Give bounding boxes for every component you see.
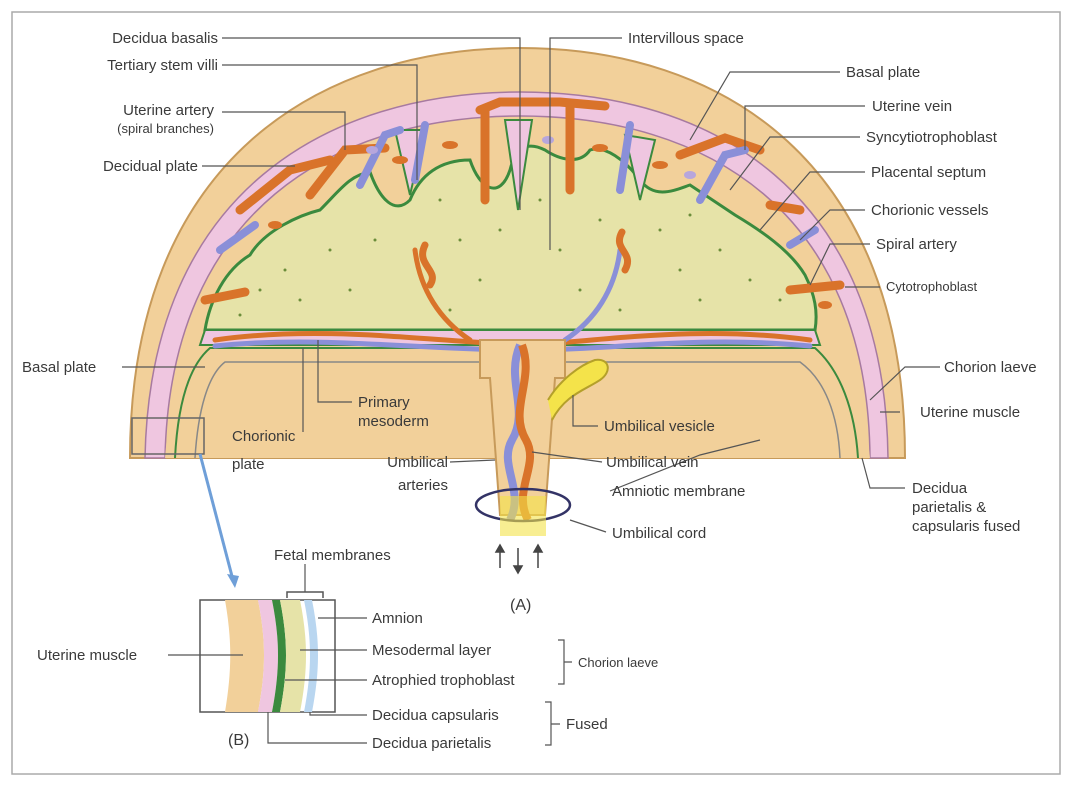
label-umbilical-vesicle: Umbilical vesicle xyxy=(604,418,715,435)
label-primary-mesoderm-2: mesoderm xyxy=(358,413,429,430)
label-decidual-plate: Decidual plate xyxy=(103,158,198,175)
label-syncytiotrophoblast: Syncytiotrophoblast xyxy=(866,129,998,146)
label-basal-plate-top: Basal plate xyxy=(846,64,920,81)
umbilical-cord-cross xyxy=(500,496,546,536)
label-uterine-vein: Uterine vein xyxy=(872,98,952,115)
label-decidua-parietalis-capsularis-2: parietalis & xyxy=(912,499,986,516)
label-umbilical-arteries: Umbilical xyxy=(387,454,448,471)
uterine-muscle-layer xyxy=(225,600,264,712)
label-chorion-laeve-top: Chorion laeve xyxy=(944,359,1037,376)
label-chorionic-plate: Chorionic xyxy=(232,428,296,445)
label-uterine-artery: Uterine artery xyxy=(123,102,214,119)
inset-arrowhead xyxy=(227,574,239,588)
label-decidua-parietalis-capsularis-3: capsularis fused xyxy=(912,518,1020,535)
label-decidua-parietalis: Decidua parietalis xyxy=(372,735,491,752)
label-spiral-artery: Spiral artery xyxy=(876,236,957,253)
label-placental-septum: Placental septum xyxy=(871,164,986,181)
label-fetal-membranes: Fetal membranes xyxy=(274,547,391,564)
label-decidua-parietalis-capsularis: Decidua xyxy=(912,480,968,497)
label-tertiary-stem-villi: Tertiary stem villi xyxy=(107,57,218,74)
label-uterine-artery-spiral: (spiral branches) xyxy=(117,121,214,136)
fetal-membranes-bracket xyxy=(287,592,323,598)
label-decidua-capsularis: Decidua capsularis xyxy=(372,707,499,724)
label-atrophied-trophoblast: Atrophied trophoblast xyxy=(372,672,515,689)
label-chorionic-plate-2: plate xyxy=(232,456,265,473)
inset-arrow xyxy=(200,454,233,580)
panel-b-membranes xyxy=(200,564,335,712)
label-amnion: Amnion xyxy=(372,610,423,627)
label-umbilical-cord: Umbilical cord xyxy=(612,525,706,542)
label-uterine-muscle-left: Uterine muscle xyxy=(37,647,137,664)
label-basal-plate-left: Basal plate xyxy=(22,359,96,376)
panel-a-placenta xyxy=(130,48,905,588)
label-decidua-basalis: Decidua basalis xyxy=(112,30,218,47)
label-chorionic-vessels: Chorionic vessels xyxy=(871,202,989,219)
label-uterine-muscle-right: Uterine muscle xyxy=(920,404,1020,421)
label-cytotrophoblast: Cytotrophoblast xyxy=(886,279,977,294)
label-fused: Fused xyxy=(566,716,608,733)
label-mesodermal-layer: Mesodermal layer xyxy=(372,642,491,659)
panel-b-caption: (B) xyxy=(228,732,249,749)
panel-a-caption: (A) xyxy=(510,597,531,614)
label-umbilical-vein: Umbilical vein xyxy=(606,454,699,471)
label-intervillous-space: Intervillous space xyxy=(628,30,744,47)
label-primary-mesoderm: Primary xyxy=(358,394,410,411)
label-chorion-laeve-bottom: Chorion laeve xyxy=(578,655,658,670)
label-umbilical-arteries-2: arteries xyxy=(398,477,448,494)
label-amniotic-membrane: Amniotic membrane xyxy=(612,483,745,500)
cord-flow-arrows xyxy=(496,545,542,573)
